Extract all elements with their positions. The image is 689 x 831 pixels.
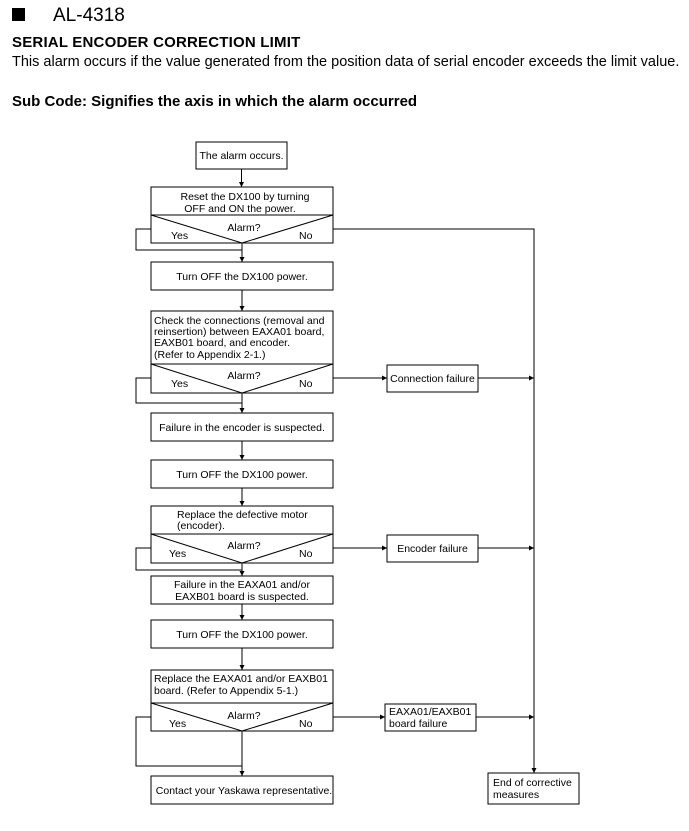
yes-connector	[135, 228, 242, 251]
encoder-failure-node: Encoder failure	[386, 534, 479, 563]
alarm-header: AL-4318	[12, 6, 125, 26]
reset-step: Reset the DX100 by turning OFF and ON th…	[150, 186, 334, 244]
replace-motor-line1: Replace the defective motor	[177, 509, 308, 521]
yes-label: Yes	[171, 230, 188, 242]
end-label-line2: measures	[493, 789, 539, 801]
no-label: No	[299, 230, 313, 242]
decision-label: Alarm?	[227, 370, 260, 382]
power-off-label: Turn OFF the DX100 power.	[176, 271, 308, 283]
decision-label: Alarm?	[227, 710, 260, 722]
check-label-line4: (Refer to Appendix 2-1.)	[154, 349, 265, 361]
reset-label-line2: OFF and ON the power.	[184, 203, 295, 215]
encoder-suspected-label: Failure in the encoder is suspected.	[159, 422, 325, 434]
reset-label-line1: Reset the DX100 by turning	[181, 191, 310, 203]
no-label: No	[299, 378, 313, 390]
decision-label: Alarm?	[227, 540, 260, 552]
start-label: The alarm occurs.	[199, 150, 283, 162]
power-off-label: Turn OFF the DX100 power.	[176, 629, 308, 641]
yes-connector	[135, 547, 242, 571]
check-label-line1: Check the connections (removal and	[154, 315, 325, 327]
alarm-subcode: Sub Code: Signifies the axis in which th…	[12, 93, 418, 110]
check-label-line3: EAXB01 board, and encoder.	[154, 337, 290, 349]
yes-label: Yes	[171, 378, 188, 390]
power-off-step: Turn OFF the DX100 power.	[150, 261, 334, 291]
replace-board-line1: Replace the EAXA01 and/or EAXB01	[154, 673, 328, 685]
alarm-code: AL-4318	[53, 5, 125, 26]
yes-connector	[135, 377, 242, 404]
board-failure-line2: board failure	[389, 718, 448, 730]
power-off-label: Turn OFF the DX100 power.	[176, 469, 308, 481]
power-off-step: Turn OFF the DX100 power.	[150, 459, 334, 489]
encoder-suspected-step: Failure in the encoder is suspected.	[150, 412, 334, 442]
end-label-line1: End of corrective	[493, 777, 572, 789]
end-node: End of corrective measures	[487, 772, 580, 805]
replace-motor-line2: (encoder).	[177, 520, 225, 532]
alarm-description: This alarm occurs if the value generated…	[12, 54, 680, 70]
bullet-square-icon	[12, 8, 25, 21]
contact-step: Contact your Yaskawa representative.	[150, 775, 334, 805]
yes-label: Yes	[169, 548, 186, 560]
decision-label: Alarm?	[227, 222, 260, 234]
alarm-title: SERIAL ENCODER CORRECTION LIMIT	[12, 34, 301, 51]
replace-motor-step: Replace the defective motor (encoder). A…	[150, 505, 334, 564]
start-node: The alarm occurs.	[195, 141, 288, 170]
power-off-step: Turn OFF the DX100 power.	[150, 619, 334, 649]
yes-label: Yes	[169, 718, 186, 730]
board-failure-node: EAXA01/EAXB01 board failure	[384, 703, 477, 732]
no-label: No	[299, 548, 313, 560]
board-suspected-step: Failure in the EAXA01 and/or EAXB01 boar…	[150, 575, 334, 605]
no-connector-to-end	[333, 228, 537, 773]
check-label-line2: reinsertion) between EAXA01 board,	[154, 326, 324, 338]
yes-connector	[135, 716, 242, 767]
replace-board-line2: board. (Refer to Appendix 5-1.)	[154, 685, 298, 697]
replace-board-step: Replace the EAXA01 and/or EAXB01 board. …	[150, 669, 334, 732]
check-connections-step: Check the connections (removal and reins…	[150, 310, 334, 394]
board-suspected-line1: Failure in the EAXA01 and/or	[174, 579, 311, 591]
board-suspected-line2: EAXB01 board is suspected.	[175, 591, 309, 603]
board-failure-line1: EAXA01/EAXB01	[389, 706, 471, 718]
connection-failure-node: Connection failure	[386, 364, 479, 393]
encoder-failure-label: Encoder failure	[397, 543, 468, 555]
connection-failure-label: Connection failure	[390, 373, 475, 385]
no-label: No	[299, 718, 313, 730]
contact-label: Contact your Yaskawa representative.	[156, 785, 332, 797]
